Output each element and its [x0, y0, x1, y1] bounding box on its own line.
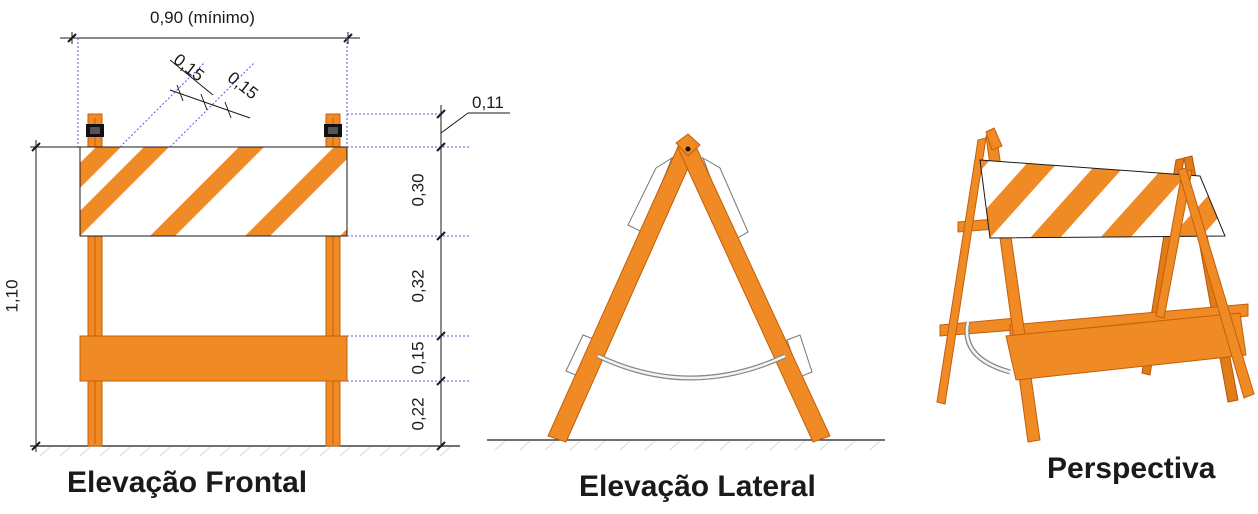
perspective-view-title: Perspectiva: [1047, 452, 1216, 485]
front-ground-hatch: [39, 446, 451, 457]
side-ground-hatch: [494, 440, 881, 451]
side-elevation: [487, 133, 885, 451]
side-left-leg: [547, 139, 697, 443]
dim-gap: 0,32: [408, 269, 428, 303]
side-right-leg: [677, 137, 831, 443]
dim-top-post: 0,11: [472, 93, 504, 112]
dim-total-height: 1,10: [2, 279, 22, 313]
dim-panel-height: 0,30: [408, 173, 428, 207]
side-view-title: Elevação Lateral: [579, 470, 816, 503]
front-elevation: [30, 32, 510, 457]
front-view-title: Elevação Frontal: [67, 466, 308, 499]
front-striped-panel: [79, 146, 348, 237]
side-hinge-pin: [685, 146, 691, 152]
perspective-bottom-board: [1005, 312, 1247, 381]
dim-clearance: 0,22: [408, 397, 428, 431]
perspective-view: [936, 127, 1255, 443]
front-bottom-board: [79, 335, 348, 382]
dim-bottom-board: 0,15: [408, 341, 428, 375]
dim-width-min: 0,90 (mínimo): [150, 8, 255, 27]
